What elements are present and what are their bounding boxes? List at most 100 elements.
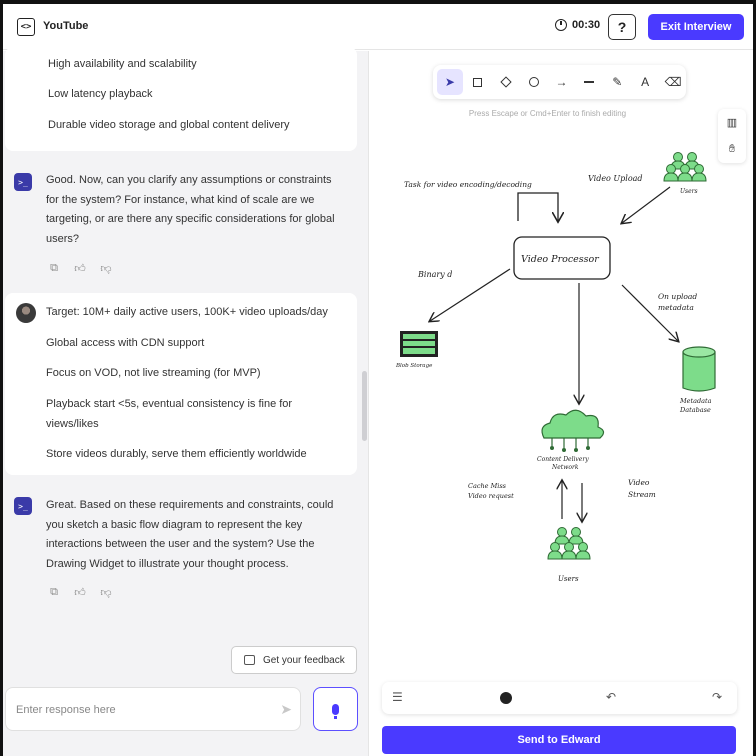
requirements-card: High availability and scalability Low la… (5, 47, 357, 151)
blob-storage-label: Blob Storage (395, 363, 433, 369)
copy-icon[interactable]: ⧉ (50, 585, 58, 598)
side-toolbar: ▥ ✋︎ (718, 109, 746, 163)
interviewer-avatar: >_ (14, 497, 32, 515)
user-message-card: Target: 10M+ daily active users, 100K+ v… (5, 293, 357, 475)
eraser-tool[interactable]: ⌫ (664, 75, 682, 89)
on-upload-label-2: metadata (658, 303, 694, 312)
message-line: Great. Based on these requirements and c… (46, 499, 334, 511)
thumbs-up-icon[interactable]: 👍︎ (74, 262, 86, 275)
send-icon[interactable]: ➤ (280, 701, 292, 717)
metadata-label-1: Metadata (679, 397, 712, 405)
video-stream-label-2: Stream (628, 490, 656, 499)
code-icon[interactable]: <> (17, 18, 35, 36)
get-feedback-button[interactable]: Get your feedback (231, 646, 357, 674)
message-line: Drawing Widget to illustrate your though… (46, 557, 289, 570)
message-line: interactions between the user and the sy… (46, 538, 315, 550)
message-line: you sketch a basic flow diagram to repre… (46, 518, 303, 531)
blob-storage-icon[interactable] (400, 331, 438, 357)
cdn-label-1: Content Delivery (537, 456, 589, 463)
drawing-widget: ➤ → ✎ A ⌫ Press Escape or Cmd+Enter to f… (370, 51, 753, 756)
message-line: Durable video storage and global content… (48, 119, 290, 131)
metadata-database-icon[interactable] (682, 346, 716, 392)
send-to-edward-button[interactable]: Send to Edward (382, 726, 736, 754)
drawing-canvas[interactable]: Users Task for video encoding/decoding V… (370, 141, 753, 671)
canvas-bottom-bar: ☰ ↶ ↷ (382, 682, 737, 714)
binary-label: Binary d (417, 270, 452, 279)
users-bottom-label: Users (558, 575, 579, 583)
message-line: Global access with CDN support (46, 337, 205, 349)
message-line: for the system? For instance, what kind … (46, 193, 315, 206)
help-button[interactable]: ? (608, 14, 636, 40)
cache-miss-label-2: Video request (468, 492, 514, 500)
exit-interview-button[interactable]: Exit Interview (648, 14, 744, 40)
pencil-tool[interactable]: ✎ (612, 75, 623, 89)
message-actions: ⧉ 👍︎ 👎︎ (47, 585, 113, 599)
microphone-icon (332, 703, 339, 719)
select-tool[interactable]: ➤ (437, 69, 463, 95)
diamond-icon (500, 76, 512, 88)
thumbs-down-icon[interactable]: 👎︎ (100, 586, 112, 599)
users-icon-top[interactable] (663, 152, 707, 182)
stopwatch-icon (555, 19, 567, 31)
message-line: Store videos durably, serve them efficie… (46, 448, 307, 460)
redo-icon[interactable]: ↷ (712, 690, 723, 704)
undo-icon[interactable]: ↶ (606, 690, 617, 704)
binary-arrow[interactable] (430, 268, 511, 321)
ellipse-tool[interactable] (521, 69, 547, 95)
thumbs-up-icon[interactable]: 👍︎ (74, 586, 86, 599)
ellipse-icon (528, 77, 539, 87)
message-line: targeting, or are there any specific con… (46, 213, 335, 225)
cdn-cloud-icon[interactable] (541, 409, 605, 452)
arrow-tool[interactable]: → (555, 75, 568, 89)
line-tool[interactable] (576, 69, 602, 95)
users-icon-bottom[interactable] (547, 527, 591, 560)
library-icon[interactable]: ▥ (726, 117, 738, 129)
app-title: YouTube (43, 20, 89, 32)
message-actions: ⧉ 👍︎ 👎︎ (47, 261, 113, 275)
microphone-button[interactable] (313, 687, 358, 731)
rectangle-tool[interactable] (465, 69, 491, 95)
copy-icon[interactable]: ⧉ (50, 261, 58, 274)
interviewer-avatar: >_ (14, 173, 32, 191)
message-line: Focus on VOD, not live streaming (for MV… (46, 367, 261, 379)
task-loop-arrow[interactable] (517, 192, 558, 221)
text-tool[interactable]: A (641, 75, 650, 89)
metadata-label-2: Database (679, 406, 711, 414)
message-line: High availability and scalability (48, 58, 197, 70)
timer: 00:30 (555, 19, 600, 31)
cache-miss-label-1: Cache Miss (468, 482, 507, 490)
chat-scrollbar[interactable] (362, 371, 367, 441)
task-label: Task for video encoding/decoding (404, 180, 532, 189)
feedback-label: Get your feedback (263, 654, 345, 666)
message-line: Low latency playback (48, 88, 153, 100)
message-line: views/likes (46, 417, 99, 430)
message-line: Target: 10M+ daily active users, 100K+ v… (46, 306, 328, 318)
diamond-tool[interactable] (493, 69, 519, 95)
video-processor-label: Video Processor (521, 254, 600, 265)
message-line: Good. Now, can you clarify any assumptio… (46, 174, 332, 186)
cdn-label-2: Network (551, 464, 579, 471)
video-stream-label-1: Video (628, 478, 650, 487)
users-top-label: Users (680, 188, 698, 195)
comment-icon (244, 655, 255, 665)
thumbs-down-icon[interactable]: 👎︎ (100, 262, 112, 275)
user-avatar (16, 303, 36, 323)
palette-icon[interactable] (500, 692, 512, 704)
header: <> YouTube 00:30 ? Exit Interview (3, 4, 753, 50)
hand-icon[interactable]: ✋︎ (728, 143, 736, 155)
video-upload-label: Video Upload (588, 174, 643, 183)
video-processor-box[interactable] (513, 236, 611, 280)
timer-value: 00:30 (572, 19, 601, 31)
response-input-box: ➤ (5, 687, 301, 731)
message-line: Playback start <5s, eventual consistency… (46, 398, 293, 410)
menu-icon[interactable]: ☰ (392, 690, 403, 704)
response-input[interactable] (16, 700, 256, 720)
upload-arrow[interactable] (622, 186, 671, 223)
chat-panel: High availability and scalability Low la… (3, 47, 369, 756)
drawing-toolbar: ➤ → ✎ A ⌫ (433, 65, 686, 99)
metadata-arrow[interactable] (621, 284, 678, 341)
app-window: <> YouTube 00:30 ? Exit Interview High a… (3, 4, 753, 756)
editing-hint: Press Escape or Cmd+Enter to finish edit… (468, 109, 627, 118)
rectangle-icon (473, 77, 483, 87)
on-upload-label-1: On upload (658, 292, 697, 301)
